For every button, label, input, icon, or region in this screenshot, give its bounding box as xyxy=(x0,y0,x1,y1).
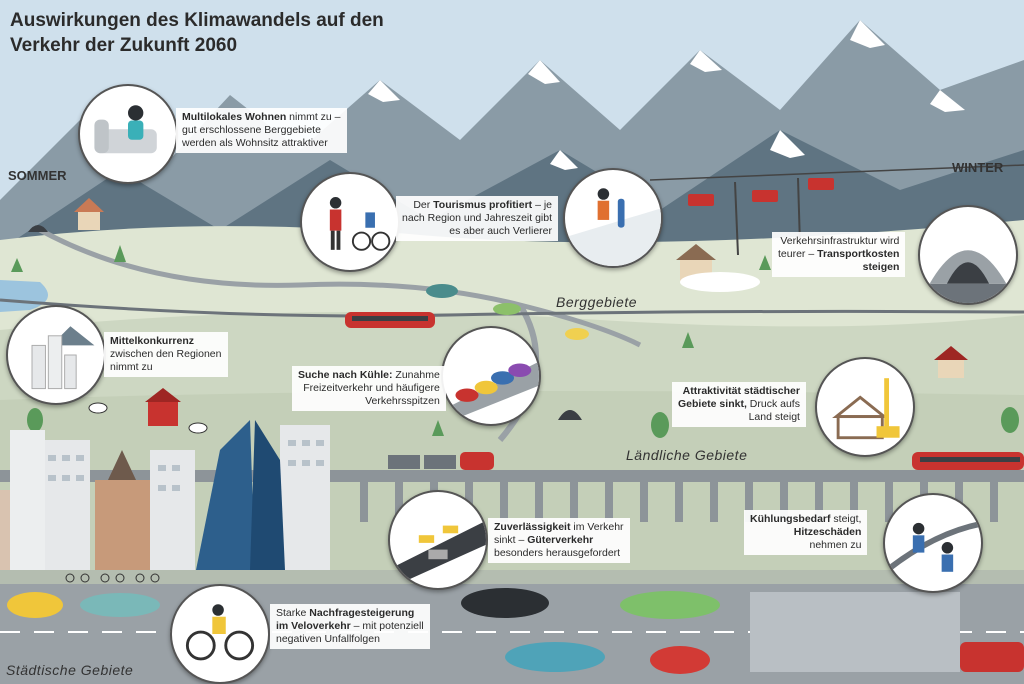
freight-train xyxy=(388,455,420,469)
rail-repair-icon xyxy=(883,493,983,593)
callout-kuehle: Suche nach Kühle: Zunahme Freizeitverkeh… xyxy=(292,366,446,411)
traffic-jam-icon xyxy=(441,326,541,426)
cyclist-icon xyxy=(170,584,270,684)
mountain-house xyxy=(78,210,100,230)
crane-icon xyxy=(815,357,915,457)
truck xyxy=(750,592,960,672)
callout-kuehlung: Kühlungsbedarf steigt, Hitzeschäden nehm… xyxy=(744,510,868,555)
region-urban: Städtische Gebiete xyxy=(6,662,134,678)
infographic-title: Auswirkungen des Klimawandels auf den Ve… xyxy=(10,8,450,58)
title-line-2: Verkehr der Zukunft 2060 xyxy=(10,35,238,56)
season-summer: SOMMER xyxy=(8,168,67,183)
region-mountain: Berggebiete xyxy=(556,294,638,310)
tunnel-icon xyxy=(918,205,1018,305)
red-barn xyxy=(148,400,178,426)
callout-zuverlaessigkeit: Zuverlässigkeit im Verkehr sinkt – Güter… xyxy=(488,518,630,563)
city-buildings xyxy=(0,420,330,570)
skier-icon xyxy=(563,168,663,268)
callout-infrastruktur: Verkehrsinfrastruktur wird teurer – Tran… xyxy=(772,232,906,277)
callout-tourismus: Der Tourismus profitiert – je nach Regio… xyxy=(396,196,559,241)
season-winter: WINTER xyxy=(952,160,1004,175)
title-line-1: Auswirkungen des Klimawandels auf den xyxy=(10,10,384,31)
callout-konkurrenz: Mittelkonkurrenz zwischen den Regionen n… xyxy=(104,332,228,377)
sofa-person-icon xyxy=(78,84,178,184)
region-rural: Ländliche Gebiete xyxy=(626,447,748,463)
hikers-icon xyxy=(300,172,400,272)
skyscrapers-icon xyxy=(6,305,106,405)
callout-attraktivitaet: Attraktivität städtischer Gebiete sinkt,… xyxy=(672,382,806,427)
callout-velo: Starke Nachfragesteigerung im Veloverkeh… xyxy=(270,604,430,649)
callout-wohnen: Multilokales Wohnen nimmt zu – gut ersch… xyxy=(176,108,347,153)
roadwork-icon xyxy=(388,490,488,590)
